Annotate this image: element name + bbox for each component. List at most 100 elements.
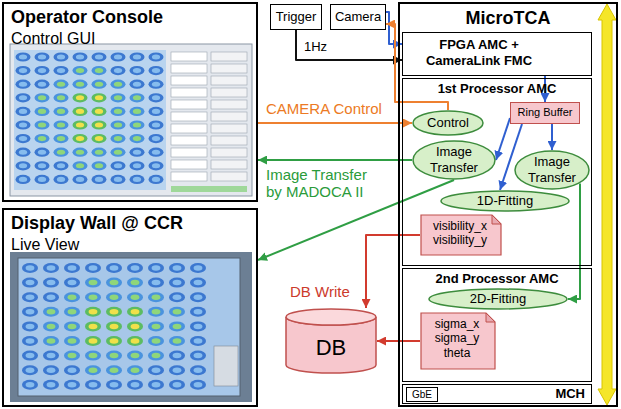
beam-spot-core — [173, 367, 182, 373]
gui-screenshot — [10, 44, 252, 196]
console-panel: Operator ConsoleControl GUI — [2, 2, 258, 202]
display-panel: Display Wall @ CCRLive View — [2, 208, 258, 407]
beam-spot — [22, 336, 38, 346]
beam-spot-core — [89, 382, 98, 388]
data-note: visibility_x visibility_y — [420, 214, 502, 256]
beam-spot-core — [194, 382, 203, 388]
beam-spot — [130, 148, 145, 157]
beam-spot — [85, 351, 101, 361]
wall-panel — [214, 346, 238, 386]
node-title: GbE — [412, 389, 432, 401]
node-title: Camera — [335, 9, 381, 25]
beam-spot-core — [152, 353, 161, 359]
node-title: 2nd Processor AMC — [408, 271, 586, 287]
beam-spot-core — [19, 163, 27, 168]
beam-spot — [169, 263, 185, 273]
beam-spot-core — [57, 68, 65, 73]
beam-spot — [16, 80, 31, 89]
beam-spot — [43, 321, 59, 331]
gui-field — [171, 52, 207, 61]
note-shape — [421, 215, 501, 255]
beam-spot — [169, 307, 185, 317]
beam-spot-core — [47, 367, 56, 373]
beam-spot-core — [47, 324, 56, 330]
beam-spot — [92, 66, 107, 75]
beam-spot — [85, 336, 101, 346]
beam-spot — [148, 278, 164, 288]
beam-spot-core — [26, 382, 35, 388]
beam-spot-core — [173, 353, 182, 359]
beam-spot — [54, 66, 69, 75]
beam-spot-core — [38, 177, 46, 182]
node-title: DB — [316, 335, 347, 361]
beam-spot-core — [131, 367, 140, 373]
beam-spot-pattern — [16, 52, 164, 184]
beam-spot-core — [194, 367, 203, 373]
beam-spot-core — [131, 294, 140, 300]
beam-spot-core — [110, 324, 119, 330]
note-fold — [486, 313, 495, 322]
node-title: visibility_x visibility_y — [426, 219, 494, 248]
beam-spot-core — [38, 136, 46, 141]
beam-spot — [169, 278, 185, 288]
beam-spot — [149, 93, 164, 102]
beam-spot — [73, 148, 88, 157]
beam-spot — [43, 278, 59, 288]
wall-photo — [10, 252, 252, 402]
node-title: Display Wall @ CCR — [11, 213, 249, 235]
beam-spot — [169, 380, 185, 390]
beam-spot — [43, 380, 59, 390]
beam-spot-core — [68, 382, 77, 388]
beam-spot — [64, 307, 80, 317]
gui-field — [171, 88, 207, 97]
beam-spot-core — [110, 382, 119, 388]
gui-status — [171, 186, 247, 192]
beam-spot-core — [95, 109, 103, 114]
beam-spot-core — [114, 122, 122, 127]
beam-spot-core — [38, 82, 46, 87]
beam-spot-core — [68, 367, 77, 373]
beam-spot — [148, 321, 164, 331]
node-title: Trigger — [276, 9, 317, 25]
beam-spot-core — [114, 82, 122, 87]
beam-spot-core — [76, 95, 84, 100]
beam-spot-core — [38, 95, 46, 100]
beam-spot — [43, 351, 59, 361]
gui-field — [171, 160, 207, 169]
connector — [366, 235, 420, 308]
beam-spot — [106, 351, 122, 361]
beam-spot-core — [95, 163, 103, 168]
beam-spot — [92, 175, 107, 184]
beam-spot — [43, 292, 59, 302]
flow-label: Image Transfer by MADOCA II — [266, 166, 374, 201]
process-ellipse: Image Transfer — [412, 140, 496, 180]
beam-spot — [106, 336, 122, 346]
device-box: Camera — [330, 4, 386, 30]
ellipse-shape — [515, 151, 589, 189]
beam-spot — [16, 120, 31, 129]
port-box: GbE — [406, 387, 438, 402]
gui-field — [211, 88, 247, 97]
beam-spot — [22, 263, 38, 273]
beam-spot — [92, 107, 107, 116]
beam-spot — [92, 120, 107, 129]
beam-spot-core — [152, 338, 161, 344]
beam-spot-core — [133, 82, 141, 87]
beam-spot-core — [38, 68, 46, 73]
beam-spot — [127, 351, 143, 361]
beam-spot-core — [194, 324, 203, 330]
beam-spot — [35, 107, 50, 116]
beam-spot-core — [173, 309, 182, 315]
ellipse-shape — [441, 191, 569, 211]
gui-field — [171, 136, 207, 145]
buffer-box: Ring Buffer — [510, 102, 580, 124]
module-box: 1st Processor AMCControlRing BufferImage… — [402, 78, 592, 266]
beam-spot-core — [152, 150, 160, 155]
gui-field — [211, 148, 247, 157]
beam-spot-core — [173, 280, 182, 286]
beam-spot-core — [89, 280, 98, 286]
beam-spot-core — [76, 109, 84, 114]
module-box: MCHGbE — [402, 384, 592, 404]
beam-spot-core — [76, 177, 84, 182]
beam-spot-core — [47, 382, 56, 388]
